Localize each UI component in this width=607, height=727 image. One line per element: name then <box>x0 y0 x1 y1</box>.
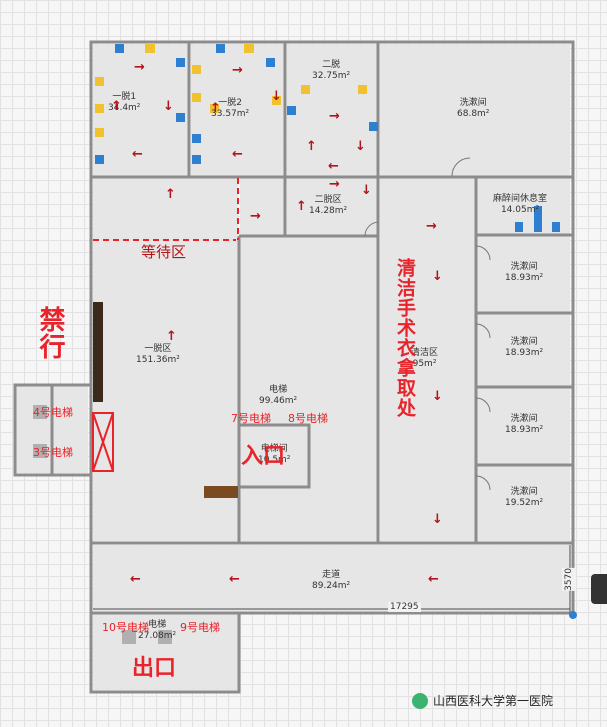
elevator-7-label: 7号电梯 <box>231 412 271 425</box>
arrow-right-icon: → <box>232 63 243 78</box>
elevator-3-label: 3号电梯 <box>33 446 73 459</box>
elevator-cars <box>33 405 172 644</box>
arrow-left-icon: ← <box>229 572 240 587</box>
no-entry-label: 禁行 <box>35 306 65 360</box>
arrow-left-icon: ← <box>130 572 141 587</box>
yellow-chairs <box>95 44 367 137</box>
watermark-text: 山西医科大学第一医院 <box>433 694 554 708</box>
arrow-left-icon: ← <box>428 572 439 587</box>
elevator-10-label: 10号电梯 <box>102 621 149 634</box>
arrow-right-icon: → <box>134 60 145 75</box>
arrow-right-icon: → <box>329 109 340 124</box>
clean-gown-pickup-label: 清洁手术衣拿取处 <box>394 258 416 418</box>
compass-handle[interactable] <box>591 574 607 604</box>
elevator-8-label: 8号电梯 <box>288 412 328 425</box>
elevator-9-label: 9号电梯 <box>180 621 220 634</box>
bench <box>93 302 103 402</box>
arrow-right-icon: → <box>426 219 437 234</box>
arrow-right-icon: → <box>250 209 261 224</box>
arrow-down-icon: ↓ <box>163 99 174 114</box>
arrow-left-icon: ← <box>132 147 143 162</box>
arrow-up-icon: ↑ <box>165 187 176 202</box>
arrow-up-icon: ↑ <box>166 329 177 344</box>
arrow-up-icon: ↑ <box>306 139 317 154</box>
doors <box>364 157 491 491</box>
arrow-down-icon: ↓ <box>432 269 443 284</box>
blue-chairs <box>95 44 378 164</box>
forbidden-exit-marker <box>92 412 114 472</box>
width-dimension: 17295 <box>388 602 421 612</box>
arrow-left-icon: ← <box>328 159 339 174</box>
arrow-up-icon: ↑ <box>296 199 307 214</box>
height-dimension: 3570 <box>562 568 576 591</box>
arrow-left-icon: ← <box>232 147 243 162</box>
waiting-area-label: 等待区 <box>141 243 187 261</box>
arrow-down-icon: ↓ <box>271 89 282 104</box>
arrow-right-icon: → <box>329 177 340 192</box>
arrow-up-icon: ↑ <box>210 101 221 116</box>
arrow-down-icon: ↓ <box>432 512 443 527</box>
waiting-area-boundary <box>93 178 239 241</box>
arrow-up-icon: ↑ <box>111 99 122 114</box>
arrow-down-icon: ↓ <box>355 139 366 154</box>
wechat-icon <box>412 692 428 709</box>
locker-icons <box>515 206 560 232</box>
exit-label: 出口 <box>132 656 177 681</box>
entrance-label: 入口 <box>241 444 286 469</box>
elevator-4-label: 4号电梯 <box>33 406 73 419</box>
corner-node <box>569 611 577 619</box>
watermark: 山西医科大学第一医院 <box>412 692 553 709</box>
arrow-down-icon: ↓ <box>432 389 443 404</box>
arrow-down-icon: ↓ <box>361 183 372 198</box>
desk <box>204 486 238 498</box>
